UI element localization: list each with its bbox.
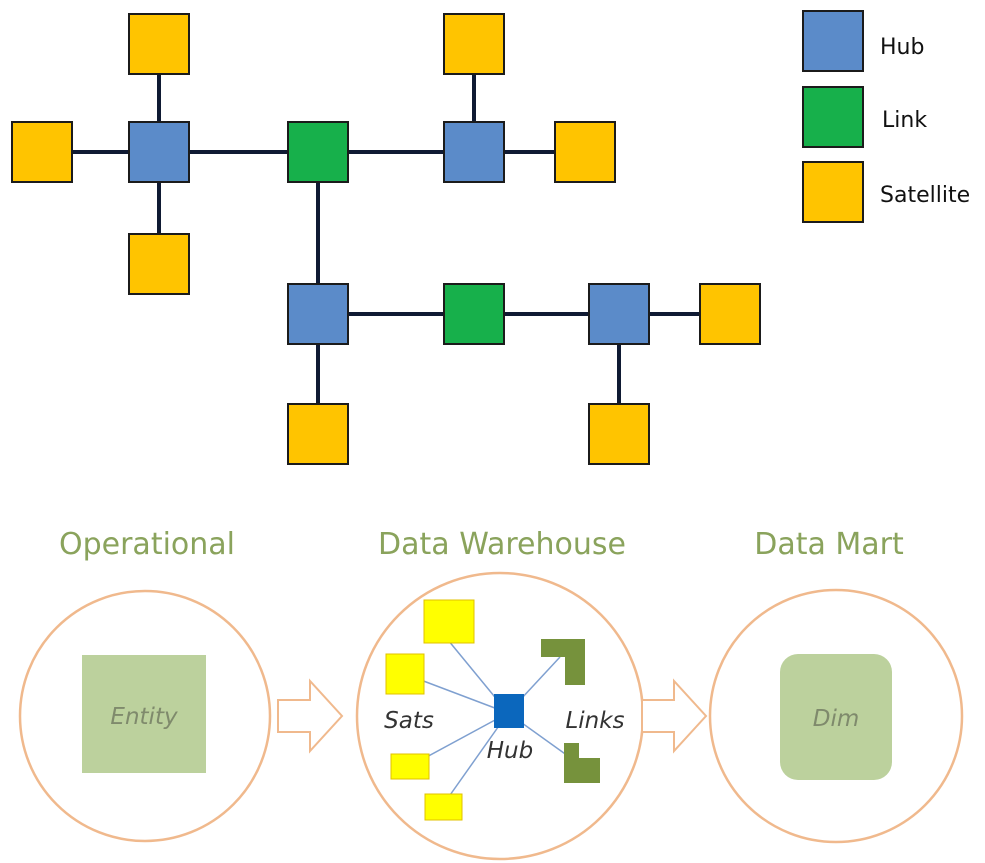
hub-node [287, 283, 349, 345]
legend-label-hub: Hub [880, 35, 924, 60]
satellite-node [699, 283, 761, 345]
link-shape [564, 743, 600, 783]
satellite-node [11, 121, 73, 183]
entity-shape [82, 655, 206, 773]
stage-title-operational: Operational [59, 527, 235, 562]
legend-swatch-satellite [802, 161, 864, 223]
entity-label: Entity [110, 704, 178, 730]
legend-swatch-link [802, 86, 864, 148]
hub-label: Hub [487, 738, 533, 764]
legend: Hub Link Satellite [802, 10, 970, 223]
warehouse-stage: Sats Hub Links [355, 571, 645, 861]
satellite-node [128, 233, 190, 295]
network-nodes [11, 13, 761, 465]
stage-title-mart: Data Mart [754, 527, 904, 562]
dim-label: Dim [813, 706, 860, 732]
operational-stage: Entity [18, 589, 272, 843]
legend-swatch-hub [802, 10, 864, 72]
legend-label-link: Link [882, 108, 927, 133]
hub-shape [494, 694, 524, 728]
sat-shape [385, 653, 425, 695]
stage-title-warehouse: Data Warehouse [378, 527, 626, 562]
link-node [443, 283, 505, 345]
hub-node [128, 121, 190, 183]
sat-shape [424, 793, 463, 821]
hub-node [588, 283, 650, 345]
satellite-node [443, 13, 505, 75]
dim-shape [780, 654, 892, 780]
satellite-node [554, 121, 616, 183]
link-node [287, 121, 349, 183]
legend-label-satellite: Satellite [880, 183, 970, 208]
mart-stage: Dim [708, 588, 964, 844]
sats-label: Sats [384, 708, 434, 734]
sat-shape [390, 753, 430, 780]
links-label: Links [565, 708, 624, 734]
hub-node [443, 121, 505, 183]
satellite-node [287, 403, 349, 465]
link-shape [541, 639, 585, 685]
satellite-node [588, 403, 650, 465]
sat-connector [442, 712, 509, 806]
sat-shape [423, 599, 475, 644]
satellite-node [128, 13, 190, 75]
flow-arrow-icon [641, 678, 708, 754]
flow-arrow-icon [277, 678, 344, 754]
